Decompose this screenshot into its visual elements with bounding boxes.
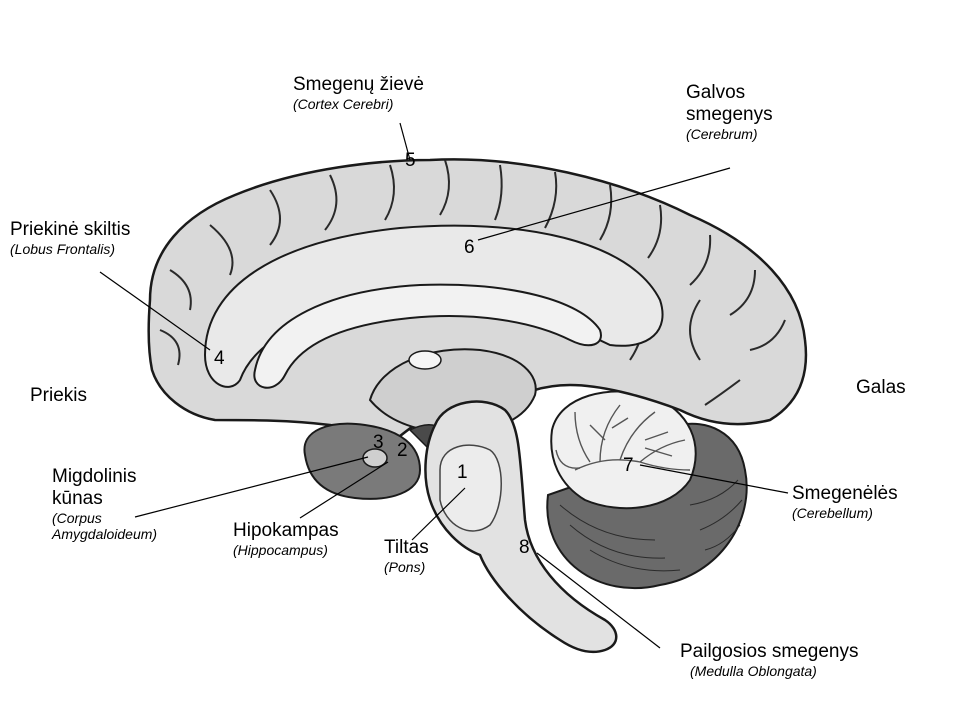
leader-line-hippocampus xyxy=(299,461,389,519)
label-frontal-name: Priekinė skiltis xyxy=(10,219,131,240)
label-hippocampus-latin: (Hippocampus) xyxy=(233,541,328,558)
front-side-label: Priekis xyxy=(30,385,88,406)
cerebellum-drawing xyxy=(546,390,748,590)
label-cerebellum-latin: (Cerebellum) xyxy=(792,504,873,521)
leader-line-amygdala xyxy=(134,456,369,518)
number-1: 1 xyxy=(457,462,468,483)
leader-line-cortex xyxy=(399,122,411,161)
label-cortex: Smegenų žievė (Cortex Cerebri) xyxy=(293,74,424,112)
leader-line-pons xyxy=(411,487,466,541)
leader-lines xyxy=(99,122,789,649)
label-medulla-latin: (Medulla Oblongata) xyxy=(690,662,817,679)
number-2: 2 xyxy=(397,440,408,461)
label-cortex-latin: (Cortex Cerebri) xyxy=(293,95,394,112)
label-frontal-latin: (Lobus Frontalis) xyxy=(10,240,116,257)
label-amygdala-name-1: Migdolinis xyxy=(52,466,137,487)
leader-line-cerebrum xyxy=(477,167,731,241)
label-cerebrum-name-1: Galvos xyxy=(686,82,746,103)
label-amygdala-latin-2: Amygdaloideum) xyxy=(52,525,158,542)
label-medulla: Pailgosios smegenys (Medulla Oblongata) xyxy=(680,641,858,679)
leader-line-frontal xyxy=(99,271,211,351)
label-cerebrum-name-2: smegenys xyxy=(686,103,773,125)
label-hippocampus-name: Hipokampas xyxy=(233,520,339,541)
label-amygdala-name-2: kūnas xyxy=(52,487,103,509)
cerebrum-drawing xyxy=(147,158,808,500)
label-frontal: Priekinė skiltis (Lobus Frontalis) xyxy=(10,219,130,257)
number-3: 3 xyxy=(373,432,384,453)
number-4: 4 xyxy=(214,348,225,369)
number-7: 7 xyxy=(623,455,634,476)
label-hippocampus: Hipokampas (Hippocampus) xyxy=(233,520,339,558)
label-cerebrum-latin: (Cerebrum) xyxy=(686,125,758,142)
label-pons-latin: (Pons) xyxy=(384,558,426,575)
label-cerebrum: Galvos smegenys (Cerebrum) xyxy=(686,82,773,142)
number-6: 6 xyxy=(464,237,475,258)
number-5: 5 xyxy=(405,150,416,171)
label-cerebellum-name: Smegenėlės xyxy=(792,483,898,504)
label-medulla-name: Pailgosios smegenys xyxy=(680,641,859,662)
label-amygdala-latin-1: (Corpus xyxy=(52,509,102,526)
leader-line-medulla xyxy=(536,552,661,649)
label-cerebellum: Smegenėlės (Cerebellum) xyxy=(792,483,898,521)
label-amygdala: Migdolinis kūnas (Corpus Amygdaloideum) xyxy=(52,466,157,542)
back-side-label: Galas xyxy=(856,377,906,398)
label-pons-name: Tiltas xyxy=(384,537,429,558)
leader-line-cerebellum xyxy=(639,464,789,494)
label-pons: Tiltas (Pons) xyxy=(384,537,429,575)
brainstem-drawing xyxy=(424,400,618,654)
number-8: 8 xyxy=(519,537,530,558)
label-cortex-name: Smegenų žievė xyxy=(293,74,424,95)
